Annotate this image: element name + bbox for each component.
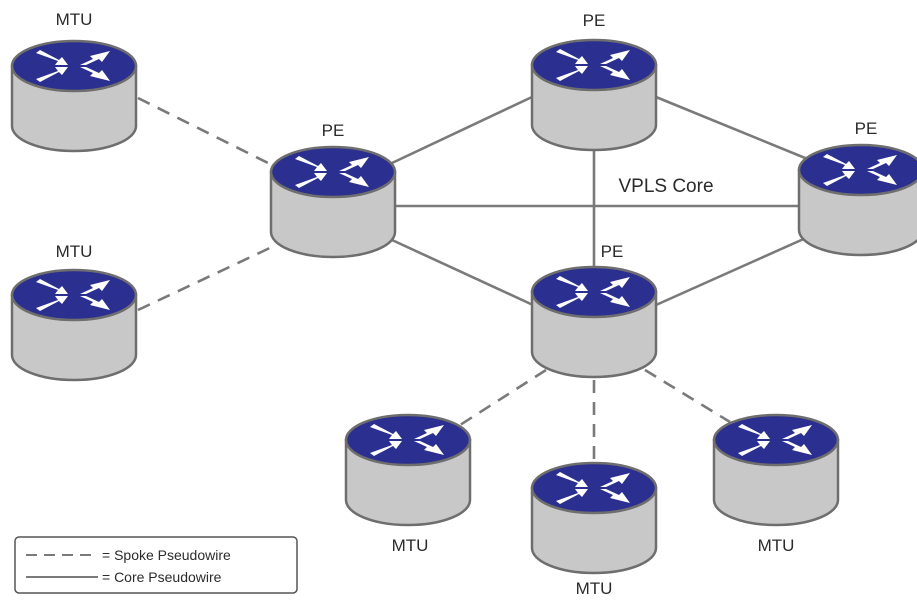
router-icon: [10, 39, 138, 153]
router-node-mtu-bottom-center[interactable]: MTU: [530, 461, 658, 598]
core-link-pe-top-pe-right: [655, 95, 811, 162]
node-label: MTU: [758, 536, 795, 555]
router-node-pe-top[interactable]: PE: [530, 11, 658, 152]
router-icon: [530, 38, 658, 152]
node-label: MTU: [56, 242, 93, 261]
node-label: MTU: [56, 10, 93, 29]
node-label: PE: [322, 121, 345, 140]
router-node-pe-left[interactable]: PE: [269, 121, 397, 259]
router-icon: [269, 145, 397, 259]
router-node-pe-right[interactable]: PE: [797, 119, 917, 257]
router-icon: [530, 265, 658, 379]
node-label: PE: [855, 119, 878, 138]
node-label: PE: [601, 242, 624, 261]
router-node-mtu-mid-left[interactable]: MTU: [10, 242, 138, 382]
legend-spoke-label: = Spoke Pseudowire: [102, 547, 231, 563]
spoke-link-mtu-mid-left: [137, 244, 275, 312]
spoke-link-mtu-bottom-left: [459, 368, 547, 427]
router-icon: [344, 413, 472, 527]
router-icon: [712, 413, 840, 527]
core-link-pe-left-pe-center: [391, 238, 534, 307]
node-label: MTU: [392, 536, 429, 555]
router-icon: [530, 461, 658, 575]
router-node-pe-center[interactable]: PE: [530, 242, 658, 379]
node-label: PE: [583, 11, 606, 30]
legend-core-label: = Core Pseudowire: [102, 569, 222, 585]
router-node-mtu-bottom-left[interactable]: MTU: [344, 413, 472, 555]
spoke-link-mtu-top-left: [137, 96, 275, 168]
router-node-mtu-bottom-right[interactable]: MTU: [712, 413, 840, 555]
legend: = Spoke Pseudowire = Core Pseudowire: [14, 536, 298, 594]
vpls-core-label: VPLS Core: [618, 176, 713, 197]
spoke-link-mtu-bottom-right: [644, 368, 731, 424]
links-layer: [137, 95, 811, 465]
router-icon: [797, 143, 917, 257]
router-icon: [10, 268, 138, 382]
core-link-pe-right-pe-center: [655, 235, 809, 307]
core-link-pe-left-pe-top: [391, 95, 533, 165]
legend-box: [14, 536, 298, 594]
router-node-mtu-top-left[interactable]: MTU: [10, 10, 138, 153]
node-label: MTU: [576, 579, 613, 598]
